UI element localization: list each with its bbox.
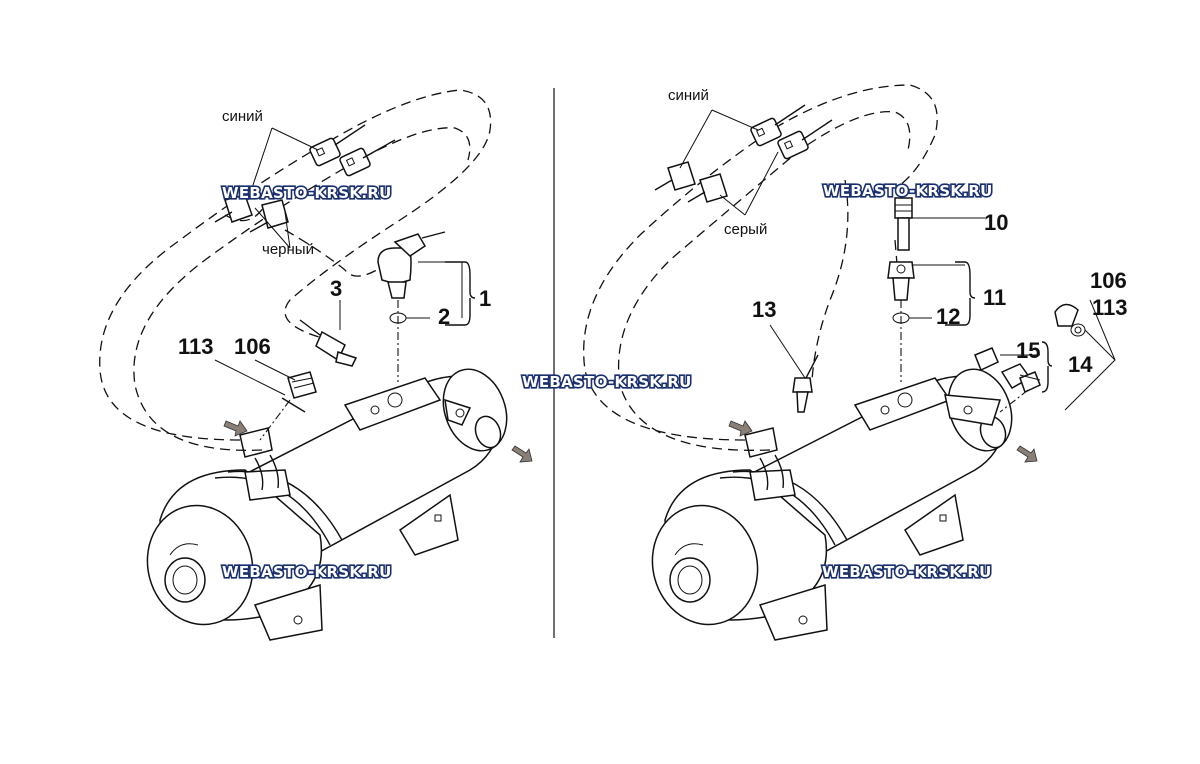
callout-12: 12: [936, 304, 960, 329]
callout-2: 2: [438, 304, 450, 329]
flow-out-arrow-right: [1016, 445, 1038, 463]
callout-113: 113: [178, 334, 214, 359]
watermark-top-right: WEBASTO-KRSK.RU: [823, 182, 993, 200]
wire-harness-inner-right: [617, 111, 911, 451]
adapter-10: [894, 197, 913, 251]
connector-blue-right: [750, 104, 833, 160]
watermark-top-left: WEBASTO-KRSK.RU: [222, 184, 392, 202]
plug-106-left: [259, 371, 317, 441]
left-panel: синий черный: [99, 89, 533, 641]
connector-black-left: [214, 194, 289, 233]
callout-14: 14: [1068, 352, 1093, 377]
heater-unit-right: [651, 368, 1013, 641]
callout-106-right: 106: [1090, 268, 1127, 293]
callout-15: 15: [1016, 338, 1040, 363]
wire-label-black: черный: [262, 241, 314, 258]
right-panel: синий серый: [583, 84, 1128, 641]
watermark-bottom-left: WEBASTO-KRSK.RU: [222, 563, 392, 581]
callout-10: 10: [984, 210, 1008, 235]
connector-gray-right: [654, 161, 728, 203]
callout-13: 13: [752, 297, 776, 322]
flow-in-arrow-left: [223, 420, 248, 437]
plug-106-right: [1054, 303, 1086, 337]
wire-harness-outer-left: [99, 89, 492, 441]
nipple-15: [974, 347, 1041, 413]
wire-label-blue-right: синий: [668, 87, 709, 104]
wire-label-blue: синий: [222, 108, 263, 125]
flow-out-arrow-left: [511, 445, 533, 463]
callout-106: 106: [234, 334, 271, 359]
sensor-13: [792, 354, 819, 413]
callout-3: 3: [330, 276, 342, 301]
watermark-bottom-right: WEBASTO-KRSK.RU: [822, 563, 992, 581]
fitting-11: [887, 261, 915, 382]
connector-blue-left: [309, 124, 396, 177]
flow-in-arrow-right: [728, 420, 753, 437]
watermark-center: WEBASTO-KRSK.RU: [522, 373, 692, 391]
callout-11: 11: [983, 285, 1006, 310]
wire-label-gray: серый: [724, 221, 767, 238]
wire-harness-outer-right: [583, 84, 938, 441]
temperature-sensor-1: [377, 231, 446, 382]
callout-113-right: 113: [1092, 295, 1128, 320]
heater-unit-left: [146, 368, 508, 641]
temperature-sensor-3: [299, 319, 358, 367]
callout-1: 1: [479, 286, 491, 311]
